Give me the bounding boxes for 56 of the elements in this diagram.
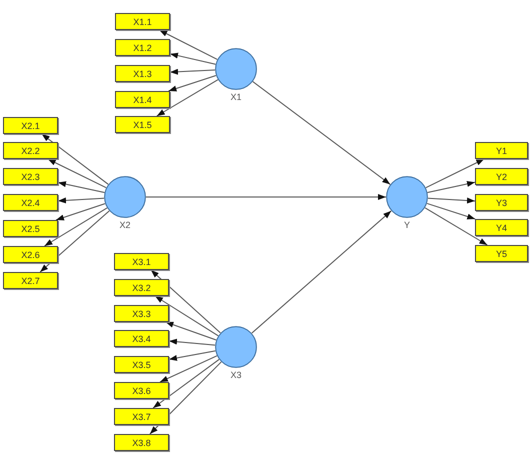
variable-label: Y xyxy=(404,220,410,230)
arrow xyxy=(56,203,106,220)
variable-label: X2 xyxy=(120,220,130,230)
arrow xyxy=(426,202,476,220)
indicator-box: X3.6 xyxy=(114,382,169,399)
arrow xyxy=(158,30,218,60)
arrow xyxy=(170,68,216,75)
indicator-box: X1.2 xyxy=(115,39,170,56)
arrow xyxy=(168,75,217,92)
indicator-box: X1.3 xyxy=(115,65,170,82)
indicator-box: X2.4 xyxy=(3,194,58,211)
indicator-box: Y3 xyxy=(475,194,528,211)
variable-label: X1 xyxy=(230,92,242,102)
indicator-box: X3.2 xyxy=(114,279,169,296)
indicator-box: Y2 xyxy=(475,168,528,185)
indicator-box: X3.4 xyxy=(114,330,169,347)
indicator-box: X3.7 xyxy=(114,408,169,425)
indicator-box: Y4 xyxy=(475,219,528,236)
arrow xyxy=(425,158,485,188)
arrow xyxy=(168,338,216,346)
indicator-box: X3.3 xyxy=(114,305,169,322)
arrow xyxy=(58,181,105,194)
indicator-box: X1.1 xyxy=(115,13,170,30)
indicator-box: X1.5 xyxy=(115,116,170,133)
arrow xyxy=(44,207,108,246)
indicator-box: X2.2 xyxy=(3,142,58,159)
indicator-box: Y5 xyxy=(475,245,528,262)
arrow xyxy=(156,79,218,116)
indicator-box: X2.5 xyxy=(3,220,58,237)
arrow xyxy=(427,198,476,204)
arrow xyxy=(58,197,105,204)
arrow xyxy=(251,210,392,334)
variable-label: X3 xyxy=(230,370,242,380)
arrow xyxy=(159,355,218,382)
arrow xyxy=(424,207,488,246)
indicator-box: Y1 xyxy=(475,142,528,159)
indicator-box: X2.6 xyxy=(3,246,58,263)
arrow xyxy=(252,81,391,185)
arrow xyxy=(40,210,110,272)
indicator-box: X2.7 xyxy=(3,272,58,289)
indicator-box: X1.4 xyxy=(115,91,170,108)
arrow xyxy=(154,296,219,336)
arrow xyxy=(146,194,386,200)
arrow xyxy=(168,350,216,361)
indicator-box: X3.8 xyxy=(114,434,169,451)
indicator-box: X2.3 xyxy=(3,168,58,185)
arrow xyxy=(427,181,476,194)
arrow xyxy=(170,52,216,65)
indicator-box: X3.5 xyxy=(114,356,169,373)
arrow xyxy=(164,322,217,340)
indicator-box: X3.1 xyxy=(114,253,169,270)
indicator-box: X2.1 xyxy=(3,117,58,134)
arrow xyxy=(150,270,221,334)
arrow xyxy=(41,134,109,185)
arrow xyxy=(47,158,107,188)
arrow xyxy=(152,358,220,408)
